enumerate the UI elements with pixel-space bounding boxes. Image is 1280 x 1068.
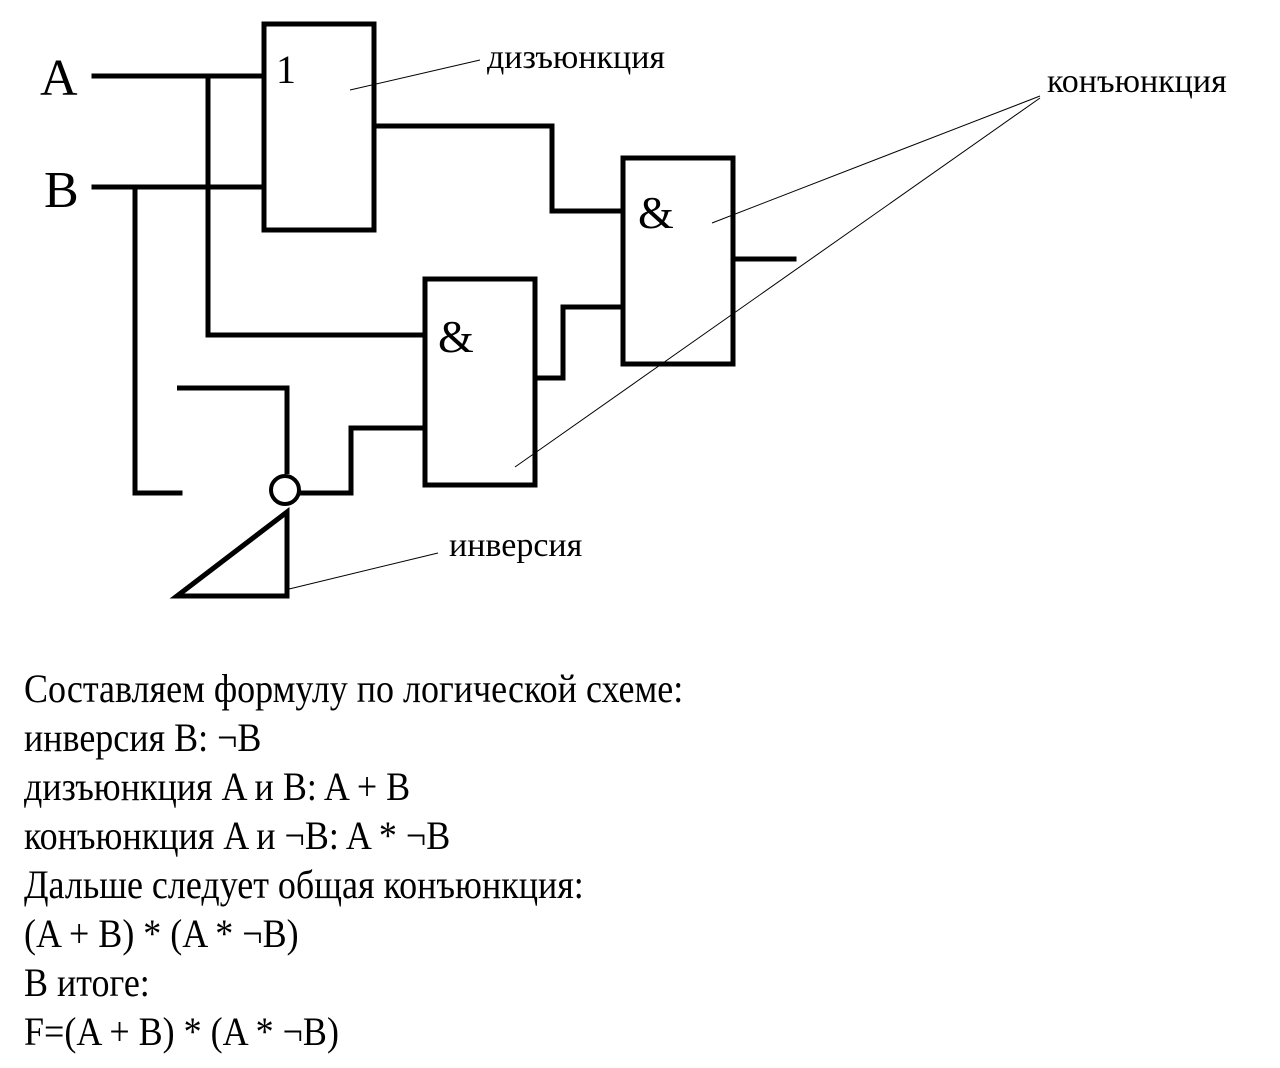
- explanation-intro: Составляем формулу по логической схеме:: [24, 666, 684, 711]
- callout-label-inversion: инверсия: [449, 527, 583, 564]
- callout-line-disjunction: [349, 59, 481, 91]
- explanation-conjunction: конъюнкция A и ¬B: A * ¬B: [24, 813, 451, 858]
- wire-a-to-and2: [205, 73, 431, 338]
- or-gate-symbol: 1: [276, 47, 296, 92]
- input-label-b: B: [44, 162, 79, 219]
- logic-circuit-diagram: A B 1 & &: [40, 21, 1227, 599]
- callout-line-inversion: [284, 552, 439, 591]
- input-label-a: A: [40, 50, 78, 107]
- wires: [91, 73, 797, 496]
- wire-and2-to-and1: [533, 304, 626, 381]
- explanation-overall-intro: Дальше следует общая конъюнкция:: [24, 862, 584, 907]
- callout-line-conjunction-final: [711, 95, 1041, 224]
- explanation-disjunction: дизъюнкция A и B: A + B: [24, 764, 411, 809]
- inversion-bubble-icon: [269, 474, 301, 506]
- or-gate: 1: [261, 21, 377, 233]
- and-gate-final-symbol: &: [638, 187, 674, 238]
- explanation-final-formula: F=(A + B) * (A * ¬B): [24, 1009, 339, 1054]
- callout-line-conjunction-and2: [514, 97, 1041, 468]
- callout-label-disjunction: дизъюнкция: [487, 39, 665, 76]
- explanation-result-intro: В итоге:: [24, 960, 150, 1005]
- explanation-overall-formula: (A + B) * (A * ¬B): [24, 911, 299, 956]
- wire-b-to-not: [132, 184, 183, 496]
- formula-explanation: Составляем формулу по логической схеме: …: [24, 664, 683, 1056]
- callout-lines: [284, 59, 1041, 591]
- and-gate-final: &: [620, 155, 736, 367]
- callout-label-conjunction: конъюнкция: [1047, 63, 1227, 100]
- not-gate: [169, 385, 301, 599]
- wire-not-to-and2: [299, 425, 433, 496]
- and-gate-a-notb: &: [422, 276, 538, 488]
- and-gate-a-notb-symbol: &: [438, 311, 474, 362]
- wire-or-to-and1: [371, 123, 631, 214]
- explanation-inversion: инверсия B: ¬B: [24, 715, 262, 760]
